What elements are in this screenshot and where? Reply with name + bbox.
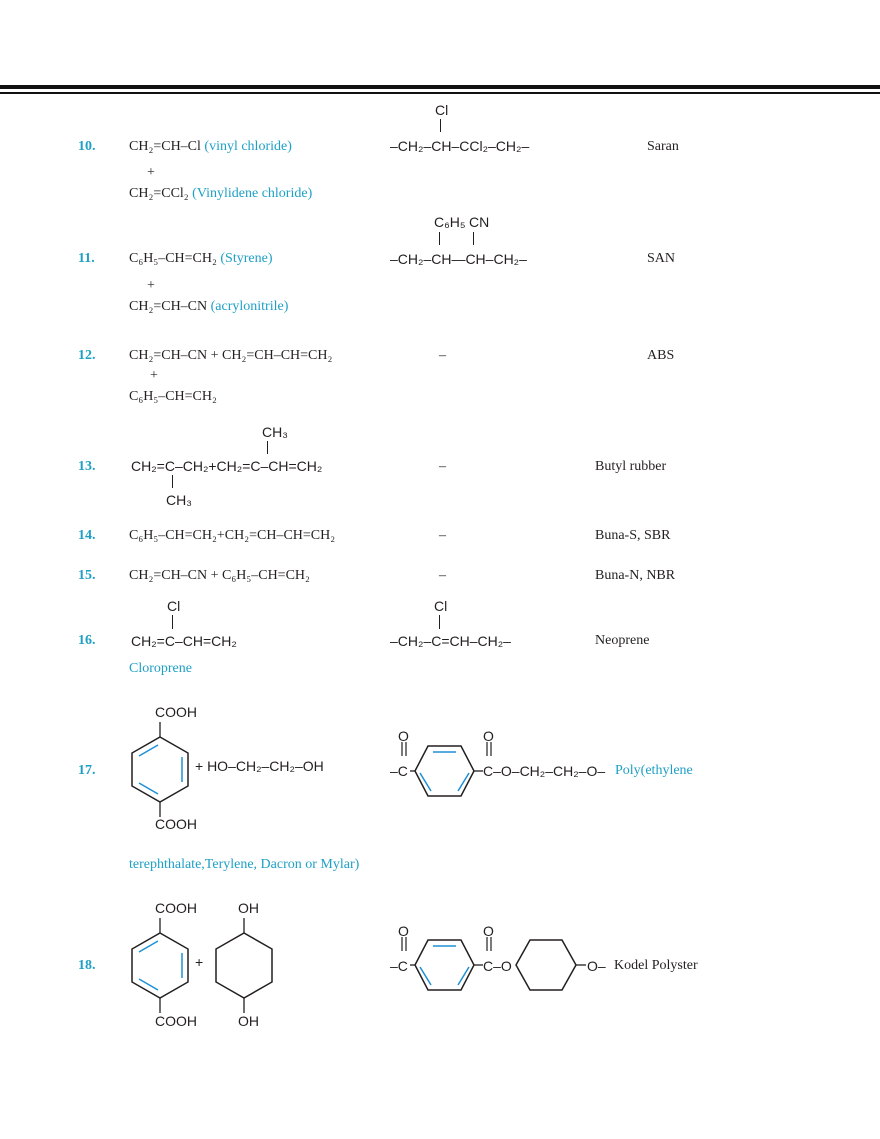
header-rule-thick — [0, 85, 880, 89]
benzene-ring-icon — [131, 722, 189, 817]
polymer-structure-left: –C — [390, 958, 408, 974]
monomer-formula-2: CH₂=CCl₂ (Vinylidene chloride) — [129, 186, 313, 201]
bond-line — [439, 232, 440, 245]
polymer-structure: – — [439, 528, 446, 543]
polymer-benzene-ring-icon — [401, 742, 492, 797]
polymer-benzene-ring-icon — [401, 937, 492, 991]
row-number: 16. — [78, 633, 96, 648]
row-number: 14. — [78, 528, 96, 543]
bond-line — [439, 615, 440, 629]
header-rule-thin — [0, 92, 880, 94]
monomer-formula-2: CH₂=CH–CN (acrylonitrile) — [129, 299, 289, 314]
polymer-structure-right: C–O–CH₂–CH₂–O– — [483, 763, 606, 779]
monomer-formula: CH₂=C–CH=CH₂ — [131, 633, 237, 649]
plus-sign: + — [147, 165, 155, 180]
polymer-substituent: Cl — [435, 102, 449, 118]
bond-line — [172, 615, 173, 629]
monomer-formula-2: C₆H₅–CH=CH₂ — [129, 389, 217, 404]
polymer-name: ABS — [647, 348, 675, 363]
plus-sign: + — [195, 954, 204, 970]
monomer-formula: CH₂=C–CH₂+CH₂=C–CH=CH₂ — [131, 458, 323, 474]
carbonyl-oxygen: O — [398, 923, 409, 939]
polymer-substituent: C₆H₅ — [434, 214, 466, 230]
carbonyl-oxygen: O — [483, 728, 494, 744]
polymer-structure: –CH₂–C=CH–CH₂– — [390, 633, 511, 649]
monomer-formula: CH₂=CH–CN + CH₂=CH–CH=CH₂ — [129, 348, 333, 363]
monomer-formula: C₆H₅–CH=CH₂ (Styrene) — [129, 251, 273, 266]
polymer-substituent: CN — [469, 214, 490, 230]
monomer-formula: + HO–CH₂–CH₂–OH — [195, 758, 324, 774]
monomer-formula: CH₂=CH–CN + C₆H₅–CH=CH₂ — [129, 568, 310, 583]
monomer-substituent: CH₃ — [262, 424, 288, 440]
benzene-ring-icon — [131, 918, 189, 1013]
monomer-substituent: COOH — [155, 816, 197, 832]
diol-substituent: OH — [238, 1013, 259, 1029]
polymer-structure: –CH₂–CH–CCl₂–CH₂– — [390, 138, 530, 154]
polymer-name: Neoprene — [595, 633, 650, 648]
plus-sign: + — [147, 278, 155, 293]
monomer-substituent: CH₃ — [166, 492, 192, 508]
row-number: 18. — [78, 958, 96, 973]
carbonyl-oxygen: O — [398, 728, 409, 744]
bond-line — [172, 475, 173, 488]
cyclohexane-ring-icon — [215, 918, 273, 1013]
polymer-name: Buna-S, SBR — [595, 528, 671, 543]
monomer-substituent: COOH — [155, 900, 197, 916]
monomer-substituent: COOH — [155, 704, 197, 720]
row-number: 10. — [78, 139, 96, 154]
polymer-structure: – — [439, 459, 446, 474]
monomer-formula: CH₂=CH–Cl (vinyl chloride) — [129, 139, 292, 154]
monomer-formula: C₆H₅–CH=CH₂+CH₂=CH–CH=CH₂ — [129, 528, 336, 543]
bond-line — [473, 232, 474, 245]
polymer-structure: –CH₂–CH—CH–CH₂– — [390, 251, 527, 267]
polymer-cyclohexane-ring-icon — [515, 939, 586, 991]
polymer-name: Butyl rubber — [595, 459, 667, 474]
row-number: 17. — [78, 763, 96, 778]
polymer-name-continued: terephthalate,Terylene, Dacron or Mylar) — [129, 857, 360, 872]
monomer-substituent: Cl — [167, 598, 181, 614]
polymer-substituent: Cl — [434, 598, 448, 614]
polymer-structure-right: O– — [587, 958, 606, 974]
row-number: 15. — [78, 568, 96, 583]
diol-substituent: OH — [238, 900, 259, 916]
row-number: 12. — [78, 348, 96, 363]
polymer-structure-left: –C — [390, 763, 408, 779]
row-number: 11. — [78, 251, 95, 266]
polymer-structure: – — [439, 568, 446, 583]
polymer-structure-mid: C–O — [483, 958, 512, 974]
polymer-structure: – — [439, 348, 446, 363]
carbonyl-oxygen: O — [483, 923, 494, 939]
polymer-name: Buna-N, NBR — [595, 568, 676, 583]
row-number: 13. — [78, 459, 96, 474]
monomer-name: Cloroprene — [129, 661, 192, 676]
polymer-name: SAN — [647, 251, 676, 266]
monomer-substituent: COOH — [155, 1013, 197, 1029]
polymer-name: Poly(ethylene — [615, 763, 693, 778]
bond-line — [267, 441, 268, 454]
bond-line — [440, 119, 441, 132]
polymer-name: Kodel Polyster — [614, 958, 698, 973]
polymer-name: Saran — [647, 139, 679, 154]
plus-sign: + — [150, 368, 158, 383]
